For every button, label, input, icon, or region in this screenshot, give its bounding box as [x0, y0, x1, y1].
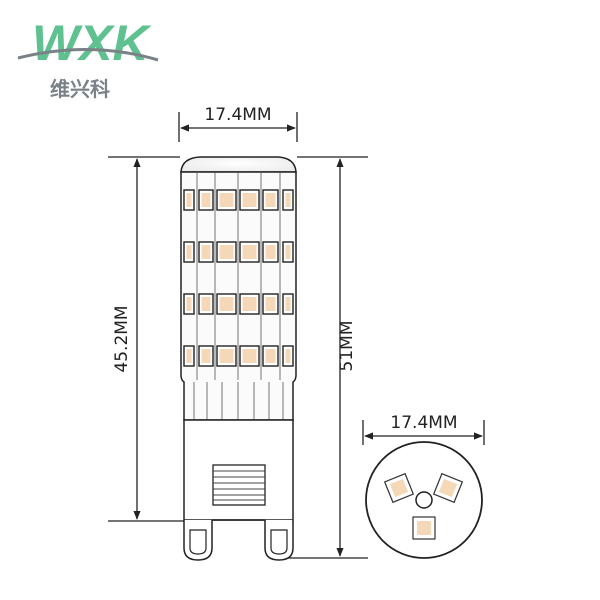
led-chip-emitter: [265, 297, 276, 311]
led-chip-emitter: [285, 245, 291, 259]
led-chip-emitter: [219, 193, 234, 207]
led-chip-emitter: [201, 245, 211, 259]
led-chip-emitter: [242, 297, 257, 311]
led-chip-emitter: [285, 297, 291, 311]
end-view-led-left: [383, 472, 415, 504]
led-chip-emitter: [201, 297, 211, 311]
led-chip-emitter: [285, 193, 291, 207]
led-chip-emitter: [186, 349, 192, 363]
top-width-dimension: 17.4MM: [178, 105, 298, 142]
bulb-collar-lines: [193, 382, 284, 420]
led-chip-emitter: [219, 349, 234, 363]
led-chip-emitter: [201, 349, 211, 363]
logo-chinese-name: 维兴科: [50, 77, 110, 101]
led-chip-emitter: [242, 349, 257, 363]
logo-wordmark: WXK: [32, 15, 153, 71]
body-height-dimension: 45.2MM: [108, 156, 184, 522]
led-chip-emitter: [186, 297, 192, 311]
pin-right-inner: [270, 529, 288, 555]
led-chip-rows: [183, 189, 294, 367]
bulb-side-view: [180, 156, 297, 561]
end-view-center: [415, 491, 433, 509]
led-chip-emitter: [285, 349, 291, 363]
bulb-body: [180, 171, 297, 421]
end-view-led-bottom: [412, 516, 436, 540]
led-chip-emitter: [201, 193, 211, 207]
led-chip-emitter: [219, 297, 234, 311]
top-width-label: 17.4MM: [204, 105, 271, 125]
led-chip-emitter: [265, 349, 276, 363]
led-chip-emitter: [242, 193, 257, 207]
brand-logo: WXK 维兴科: [17, 15, 159, 101]
logo-swoosh: [17, 48, 159, 62]
bulb-top-cap: [180, 156, 297, 173]
led-chip-emitter: [265, 245, 276, 259]
bulb-end-view: [365, 441, 483, 559]
led-chip-emitter: [219, 245, 234, 259]
end-view-width-label: 17.4MM: [390, 413, 457, 433]
pin-left-inner: [189, 529, 207, 555]
end-view-led-right: [432, 472, 464, 504]
led-chip-emitter: [265, 193, 276, 207]
total-height-dimension: 51MM: [285, 156, 368, 559]
body-height-label: 45.2MM: [112, 305, 132, 372]
base-vent-slot: [212, 464, 266, 506]
led-chip-emitter: [186, 245, 192, 259]
led-chip-emitter: [186, 193, 192, 207]
total-height-label: 51MM: [337, 321, 357, 372]
bulb-segments: [196, 172, 281, 380]
end-view-width-dimension: 17.4MM: [362, 413, 485, 445]
led-chip-emitter: [242, 245, 257, 259]
